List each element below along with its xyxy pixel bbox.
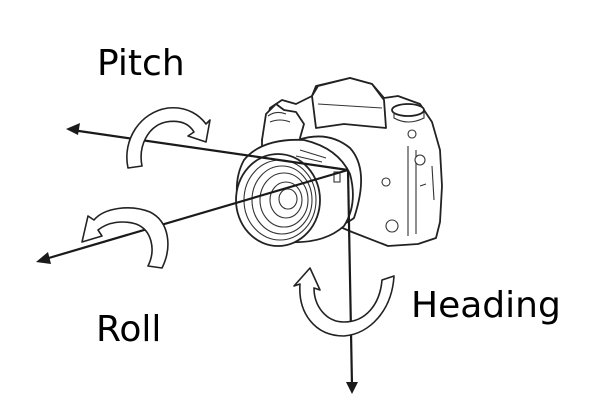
heading-label: Heading [411, 285, 561, 326]
roll-rotation-arrow-icon [81, 207, 169, 269]
heading-axis [346, 169, 358, 394]
pitch-rotation-arrow-icon [126, 106, 211, 169]
pitch-axis [66, 123, 349, 172]
camera-illustration [235, 77, 443, 247]
roll-label: Roll [96, 309, 161, 350]
heading-rotation-arrow-icon [293, 267, 395, 337]
roll-axis [36, 168, 349, 264]
pitch-label: Pitch [97, 43, 185, 84]
